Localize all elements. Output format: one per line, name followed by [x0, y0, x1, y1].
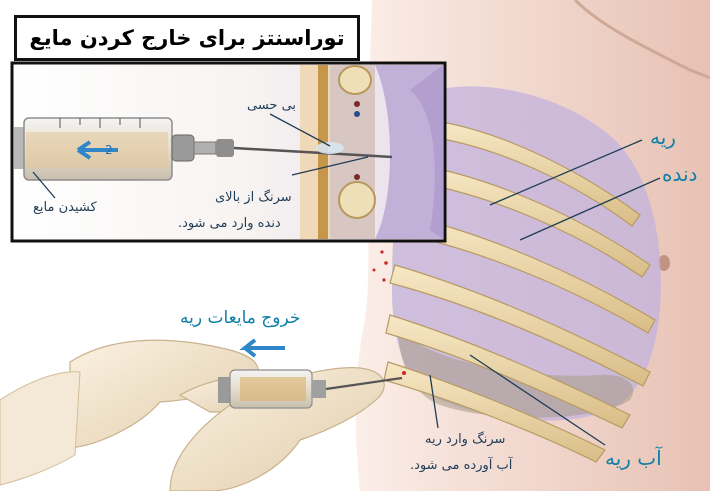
- syringe-into-lung-label: سرنگ وارد ریه: [425, 432, 505, 447]
- fluid-exit-arrow: [245, 340, 285, 356]
- syringe-above-rib-label-line1: سرنگ از بالای: [215, 190, 292, 205]
- gloved-hands: [0, 340, 384, 491]
- rib-label: دنده: [662, 162, 697, 186]
- fluid-withdrawal-label: کشیدن مایع: [33, 200, 97, 215]
- lung-label: ریه: [650, 125, 676, 149]
- anesthesia-label: بی حسی: [247, 98, 296, 113]
- lung-fluid-exit-label: خروج مایعات ریه: [180, 308, 300, 328]
- lung-water-label: آب ریه: [605, 446, 662, 470]
- syringe-above-rib-label-line2: دنده وارد می شود.: [178, 216, 281, 231]
- page-title: توراسنتز برای خارج کردن مایع: [14, 15, 360, 61]
- syringe-marking: 2: [105, 143, 113, 157]
- water-brought-label: آب آورده می شود.: [410, 458, 512, 473]
